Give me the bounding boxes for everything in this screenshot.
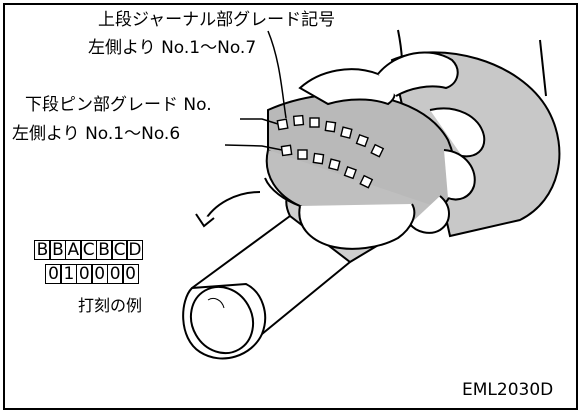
stamp-cell: 1	[60, 264, 78, 284]
stamp-cell: 0	[75, 264, 93, 284]
lower-row-label: 下段ピン部グレード No.	[25, 95, 212, 115]
hand-outline	[264, 51, 486, 250]
figure-frame	[3, 3, 578, 410]
stamp-pin-row: 0 1 0 0 0 0	[45, 264, 140, 284]
stamp-cell: 0	[122, 264, 140, 284]
upper-row-label: 上段ジャーナル部グレード記号	[98, 10, 336, 30]
stamp-cell: B	[95, 240, 113, 260]
figure-code: EML2030D	[462, 380, 554, 400]
stamp-cell: 0	[45, 264, 62, 284]
stamp-cell: 0	[106, 264, 124, 284]
rotation-arrow-icon	[195, 191, 261, 228]
stamp-cell: 0	[91, 264, 109, 284]
stamp-cell: A	[64, 240, 82, 260]
stamp-cell: D	[126, 240, 144, 260]
stamp-cell: B	[49, 240, 67, 260]
stamp-cell: C	[80, 240, 98, 260]
stamp-example-caption: 打刻の例	[78, 296, 143, 315]
crankshaft-nose	[182, 215, 351, 360]
stamp-cell: B	[34, 240, 51, 260]
stamp-journal-row: B B A C B C D	[34, 240, 144, 260]
stamped-marks	[276, 114, 385, 189]
stamp-cell: C	[111, 240, 129, 260]
lower-row-order-label: 左側より No.1～No.6	[12, 124, 181, 144]
leader-lines	[224, 30, 287, 151]
upper-row-order-label: 左側より No.1～No.7	[88, 38, 257, 58]
